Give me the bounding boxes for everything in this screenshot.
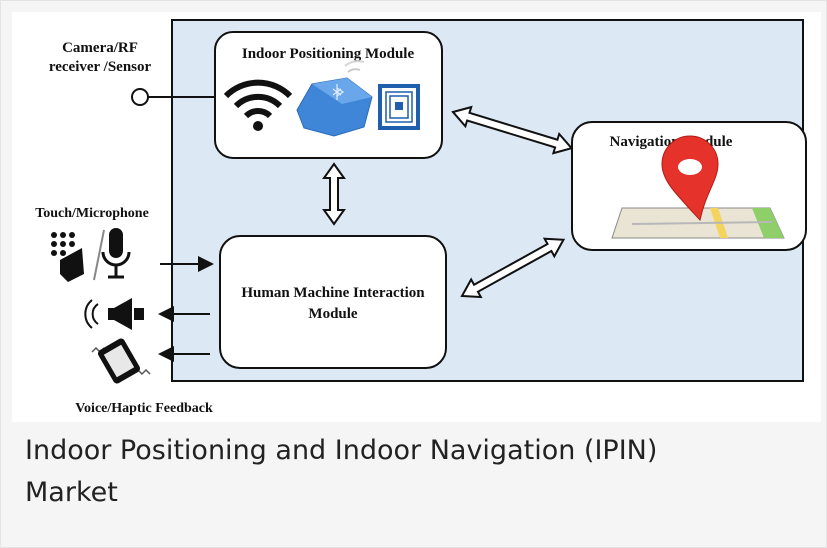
touch-microphone-label: Touch/Microphone <box>35 206 149 221</box>
hmi-navigation-arrow <box>460 237 566 299</box>
caption-line1: Indoor Positioning and Indoor Navigation… <box>25 435 658 466</box>
hmi-module-title-line2: Module <box>308 306 358 322</box>
positioning-module-title: Indoor Positioning Module <box>242 46 415 62</box>
microphone-icon <box>101 228 131 279</box>
input-divider <box>93 229 105 281</box>
wifi-icon <box>223 79 293 131</box>
sensor-label-line1: Camera/RF <box>62 40 138 56</box>
vertical-double-arrow <box>322 162 346 226</box>
speaker-icon <box>84 298 144 330</box>
hmi-module-title-line1: Human Machine Interaction <box>241 285 425 301</box>
map-pin-icon <box>611 135 785 239</box>
figure-caption: Indoor Positioning and Indoor Navigation… <box>25 430 785 514</box>
ipin-diagram: Camera/RF receiver /Sensor Indoor Positi… <box>12 12 821 422</box>
feedback-label: Voice/Haptic Feedback <box>75 401 213 416</box>
sensor-circle-icon <box>131 88 149 106</box>
diagram-svg: Camera/RF receiver /Sensor Indoor Positi… <box>35 19 807 416</box>
bluetooth-beacon-icon <box>296 60 373 137</box>
caption-line2: Market <box>25 477 118 508</box>
sensor-label-line2: receiver /Sensor <box>49 59 152 75</box>
vibrating-phone-icon <box>91 338 151 384</box>
keypad-hand-icon <box>51 232 84 282</box>
rfid-tag-icon <box>378 84 420 130</box>
hmi-module-box <box>219 235 447 369</box>
